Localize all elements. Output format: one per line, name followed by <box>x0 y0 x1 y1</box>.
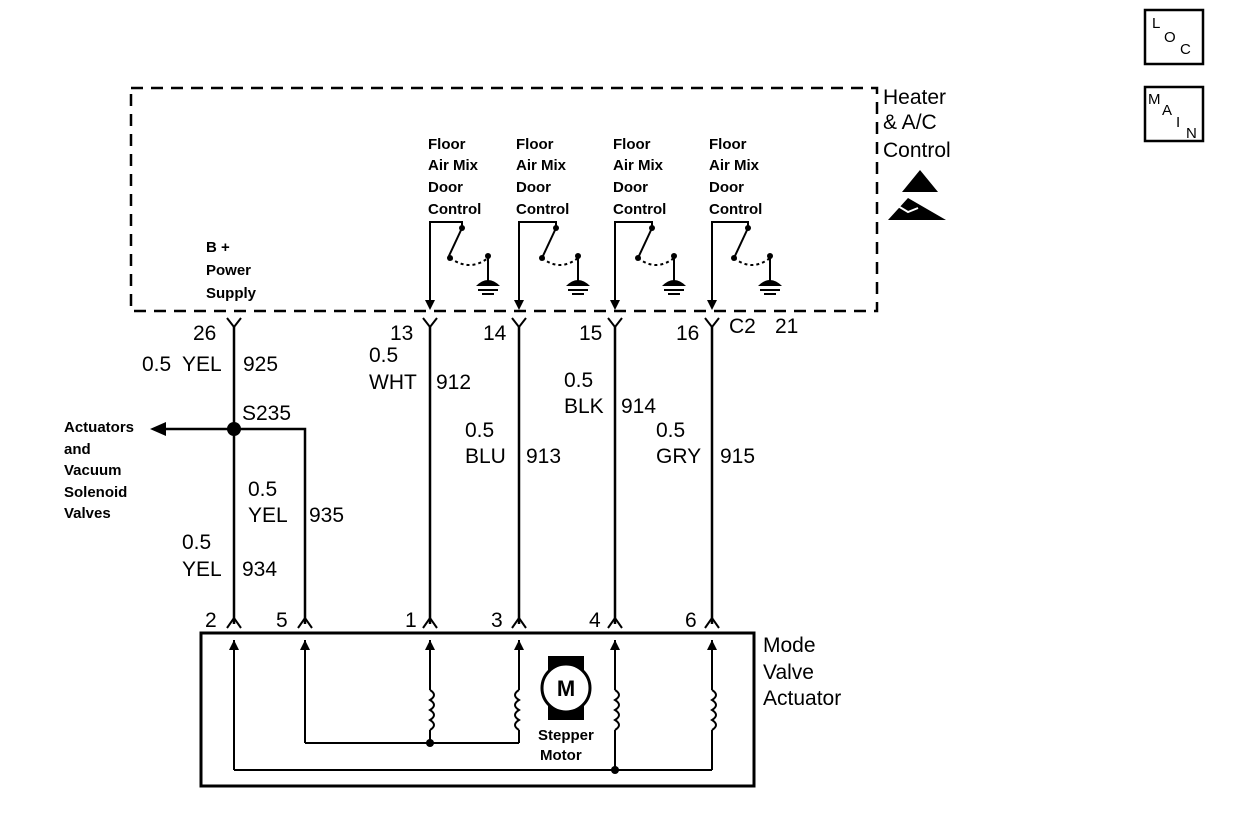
svg-text:Floor: Floor <box>613 136 651 153</box>
svg-text:Vacuum: Vacuum <box>64 462 122 479</box>
control-module-box <box>129 86 879 313</box>
door-control-1: Floor Air Mix Door Control <box>428 136 500 306</box>
pin-number: 13 <box>390 322 413 345</box>
main-button[interactable]: M A I N <box>1143 85 1205 143</box>
wire-label: 0.5 <box>248 478 277 501</box>
bottom-connector-pins <box>226 616 720 629</box>
svg-text:Floor: Floor <box>516 136 554 153</box>
wire-label: 934 <box>242 558 277 581</box>
stepper-motor-icon: M <box>540 656 592 720</box>
pin-number: 16 <box>676 322 699 345</box>
svg-text:Floor: Floor <box>428 136 466 153</box>
loc-button[interactable]: L O C <box>1143 8 1205 66</box>
wire-label: YEL <box>182 353 222 376</box>
wire-label: 0.5 <box>369 344 398 367</box>
door-control-4: Floor Air Mix Door Control <box>709 136 782 306</box>
wire-label: 912 <box>436 371 471 394</box>
door-control-3: Floor Air Mix Door Control <box>613 136 686 306</box>
wire-935 <box>234 427 307 624</box>
svg-text:I: I <box>1176 114 1180 131</box>
b-plus-label: Power <box>206 262 251 279</box>
wire-label: BLU <box>465 445 506 468</box>
wire-label: YEL <box>182 558 222 581</box>
wire-label: 915 <box>720 445 755 468</box>
svg-text:Door: Door <box>516 179 551 196</box>
b-plus-label: Supply <box>206 285 257 302</box>
b-plus-label: B + <box>206 239 230 256</box>
pin-number: 14 <box>483 322 507 345</box>
svg-text:M: M <box>1148 91 1161 108</box>
wire-label: 913 <box>526 445 561 468</box>
svg-text:Air Mix: Air Mix <box>516 157 567 174</box>
connector-label: C2 <box>729 315 756 338</box>
motor-label: Motor <box>540 747 582 764</box>
pin-number: 26 <box>193 322 216 345</box>
wire-label: BLK <box>564 395 604 418</box>
splice-label: S235 <box>242 402 291 425</box>
svg-text:M: M <box>557 676 575 701</box>
pin-number: 1 <box>405 609 417 632</box>
svg-text:and: and <box>64 441 91 458</box>
svg-text:Control: Control <box>428 201 481 218</box>
wire-label: WHT <box>369 371 417 394</box>
wire-label: YEL <box>248 504 288 527</box>
wire-label: 0.5 <box>564 369 593 392</box>
svg-text:Control: Control <box>516 201 569 218</box>
svg-text:Floor: Floor <box>709 136 747 153</box>
svg-text:N: N <box>1186 125 1197 142</box>
actuators-label: Actuators and Vacuum Solenoid Valves <box>64 419 134 522</box>
actuator-title: Actuator <box>763 687 841 710</box>
actuator-title: Mode <box>763 634 816 657</box>
motor-label: Stepper <box>538 727 594 744</box>
pin-number: 2 <box>205 609 217 632</box>
arrow-left-icon <box>150 422 166 436</box>
pin-number: 15 <box>579 322 602 345</box>
pin-number: 6 <box>685 609 697 632</box>
top-connector-pins <box>226 317 720 329</box>
svg-text:A: A <box>1162 102 1172 119</box>
actuator-title: Valve <box>763 661 814 684</box>
svg-text:Door: Door <box>428 179 463 196</box>
svg-text:Solenoid: Solenoid <box>64 484 127 501</box>
wire-label: 0.5 <box>656 419 685 442</box>
esd-warning-icon <box>888 170 946 220</box>
pin-number: 3 <box>491 609 503 632</box>
wire-label: 0.5 <box>182 531 211 554</box>
svg-text:Door: Door <box>709 179 744 196</box>
wire-label: 0.5 <box>142 353 171 376</box>
door-control-2: Floor Air Mix Door Control <box>516 136 590 306</box>
svg-text:Control: Control <box>709 201 762 218</box>
wire-label: 925 <box>243 353 278 376</box>
svg-text:L: L <box>1152 15 1160 32</box>
wire-label: GRY <box>656 445 701 468</box>
pin-number: 5 <box>276 609 288 632</box>
svg-text:Actuators: Actuators <box>64 419 134 436</box>
wire-label: 935 <box>309 504 344 527</box>
actuator-box <box>199 631 756 788</box>
control-title: Control <box>883 139 951 162</box>
control-title: & A/C <box>883 111 937 134</box>
svg-text:Door: Door <box>613 179 648 196</box>
svg-text:Air Mix: Air Mix <box>613 157 664 174</box>
svg-text:Air Mix: Air Mix <box>709 157 760 174</box>
svg-text:Air Mix: Air Mix <box>428 157 479 174</box>
svg-text:C: C <box>1180 41 1191 58</box>
connector-label: 21 <box>775 315 798 338</box>
pin-number: 4 <box>589 609 601 632</box>
wire-label: 914 <box>621 395 656 418</box>
wire-label: 0.5 <box>465 419 494 442</box>
control-title: Heater <box>883 86 946 109</box>
svg-text:Control: Control <box>613 201 666 218</box>
svg-text:O: O <box>1164 29 1176 46</box>
svg-text:Valves: Valves <box>64 505 111 522</box>
